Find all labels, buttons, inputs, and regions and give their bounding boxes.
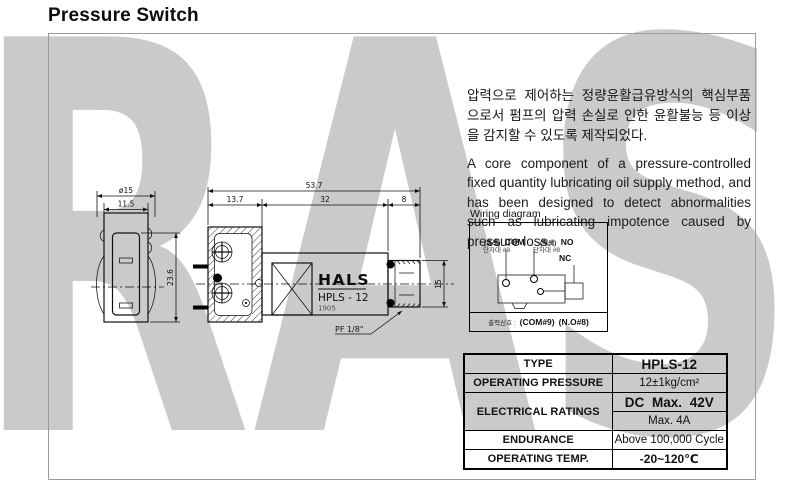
- dimension-drawing: ø15 11.5 23.6 53.: [91, 181, 454, 335]
- section-view: [193, 226, 263, 323]
- microswitch-schematic: [497, 250, 584, 309]
- com-label: COM: [504, 237, 525, 247]
- nc-label: NC: [559, 253, 572, 263]
- spec-pressure-value: 12±1kg/cm²: [611, 373, 728, 393]
- com-terminal-label: (흑색) COM: [484, 232, 525, 250]
- page-frame: [48, 33, 756, 480]
- dim-front-height: 23.6: [166, 269, 175, 286]
- table-row: OPERATING TEMP. -20~120℃: [463, 449, 728, 470]
- terminal-prong: [193, 264, 208, 269]
- output-signal-label: 출력신호 :: [488, 320, 516, 327]
- output-com-value: (COM#9): [519, 317, 555, 327]
- spec-pressure-label: OPERATING PRESSURE: [463, 373, 613, 393]
- dim-fitting-height: 15: [434, 279, 443, 289]
- no-label: NO: [560, 237, 574, 247]
- terminal-prong: [193, 305, 208, 310]
- spec-type-label: TYPE: [463, 353, 613, 374]
- com-color-label: (흑색): [484, 240, 501, 247]
- output-no-value: (N.O#8): [558, 317, 589, 327]
- output-signal-strip: 출력신호 : (COM#9) (N.O#8): [470, 312, 607, 331]
- table-row: OPERATING PRESSURE 12±1kg/cm²: [463, 373, 728, 393]
- dim-overall: 53.7: [306, 181, 323, 190]
- page-title: Pressure Switch: [48, 5, 199, 26]
- table-row: ELECTRICAL RATINGS DC Max. 42V: [463, 392, 728, 431]
- table-row: Max. 4A: [464, 411, 728, 431]
- body-view: HALS HPLS - 12 1905: [196, 252, 454, 316]
- table-row: ENDURANCE Above 100,000 Cycle: [463, 430, 728, 450]
- front-view: ø15 11.5 23.6: [91, 186, 180, 323]
- dim-seg2: 32: [320, 195, 330, 204]
- description-english: A core component of a pressure-controlle…: [467, 155, 751, 249]
- wiring-diagram-box: (흑색) COM (적색) NO 단자대 #9 단자대 #8 NC 출력신호 :…: [469, 222, 608, 332]
- spec-electrical-current: Max. 4A: [611, 411, 728, 431]
- spec-table: TYPE HPLS-12 OPERATING PRESSURE 12±1kg/c…: [463, 353, 728, 470]
- dim-front-width: 11.5: [118, 200, 135, 209]
- side-view-dimensions: 53.7 13.7 32 8: [207, 181, 421, 258]
- serial-text: 1905: [318, 305, 336, 313]
- brand-logo-text: HALS: [318, 271, 370, 289]
- terminal-8-label: 단자대 #8: [533, 247, 560, 254]
- no-color-label: (적색): [540, 240, 557, 247]
- spec-electrical-label: ELECTRICAL RATINGS: [463, 392, 613, 431]
- dim-seg1: 13.7: [227, 195, 244, 204]
- no-terminal-label: (적색) NO: [540, 232, 574, 250]
- model-text: HPLS - 12: [318, 292, 369, 304]
- spec-endurance-label: ENDURANCE: [463, 430, 613, 450]
- description-korean: 압력으로 제어하는 정량윤활급유방식의 핵심부품으로서 펌프의 압력 손실로 인…: [467, 87, 751, 143]
- wiring-diagram-label: Wiring diagram: [470, 208, 541, 220]
- spec-electrical-voltage: DC Max. 42V: [611, 392, 728, 412]
- port-size-label: PF 1/8": [335, 325, 364, 334]
- dim-seg3: 8: [402, 195, 407, 204]
- table-row: TYPE HPLS-12: [463, 353, 728, 374]
- spec-temp-label: OPERATING TEMP.: [463, 449, 613, 470]
- threaded-fitting: 15 PF 1/8": [335, 259, 448, 335]
- spec-type-value: HPLS-12: [611, 353, 728, 374]
- terminal-9-label: 단자대 #9: [483, 247, 510, 254]
- spec-temp-value: -20~120℃: [611, 449, 728, 470]
- dim-dia: ø15: [119, 186, 133, 195]
- spec-endurance-value: Above 100,000 Cycle: [611, 430, 728, 450]
